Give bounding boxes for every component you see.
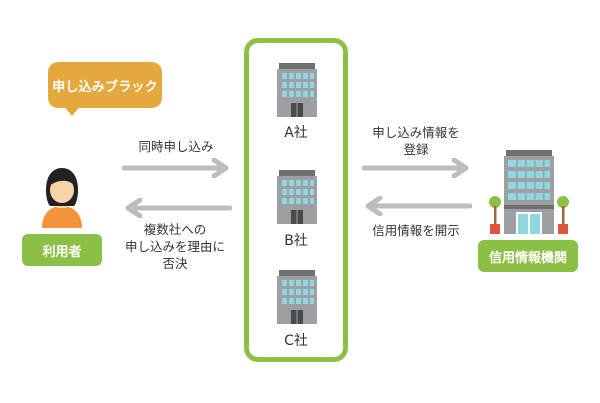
company-b-building-icon [277, 170, 317, 224]
arrow-right-to-agency [362, 158, 469, 178]
rejection-label: 複数社への 申し込みを理由に 否決 [114, 221, 236, 272]
rejection-label-line-3: 否決 [162, 256, 188, 271]
register-label-line-1: 申し込み情報を [372, 125, 460, 140]
simultaneous-application-label: 同時申し込み [138, 139, 214, 154]
speech-bubble: 申し込みブラック [48, 62, 162, 108]
rejection-label-line-2: 申し込みを理由に [124, 239, 225, 254]
user-person-icon [42, 168, 82, 228]
register-label-line-2: 登録 [403, 142, 429, 157]
company-a-label: A社 [284, 125, 308, 141]
speech-bubble-text: 申し込みブラック [52, 79, 158, 95]
company-b-label: B社 [284, 233, 308, 249]
company-c-building-icon [277, 270, 317, 324]
register-label: 申し込み情報を 登録 [356, 124, 476, 158]
arrow-left-to-user [125, 198, 232, 218]
disclose-label: 信用情報を開示 [372, 223, 460, 238]
rejection-label-line-1: 複数社への [143, 222, 207, 237]
arrow-right-to-companies [122, 158, 229, 178]
arrow-left-to-companies [365, 196, 472, 216]
credit-agency-label: 信用情報機関 [488, 250, 567, 266]
user-label: 利用者 [42, 244, 82, 260]
credit-agency-label-tag: 信用情報機関 [478, 240, 578, 272]
speech-bubble-tail [62, 104, 82, 116]
credit-agency-building-icon [489, 150, 569, 234]
company-a-building-icon [277, 63, 317, 117]
company-c-label: C社 [284, 333, 308, 349]
companies-frame [244, 38, 348, 362]
user-label-tag: 利用者 [22, 234, 102, 266]
